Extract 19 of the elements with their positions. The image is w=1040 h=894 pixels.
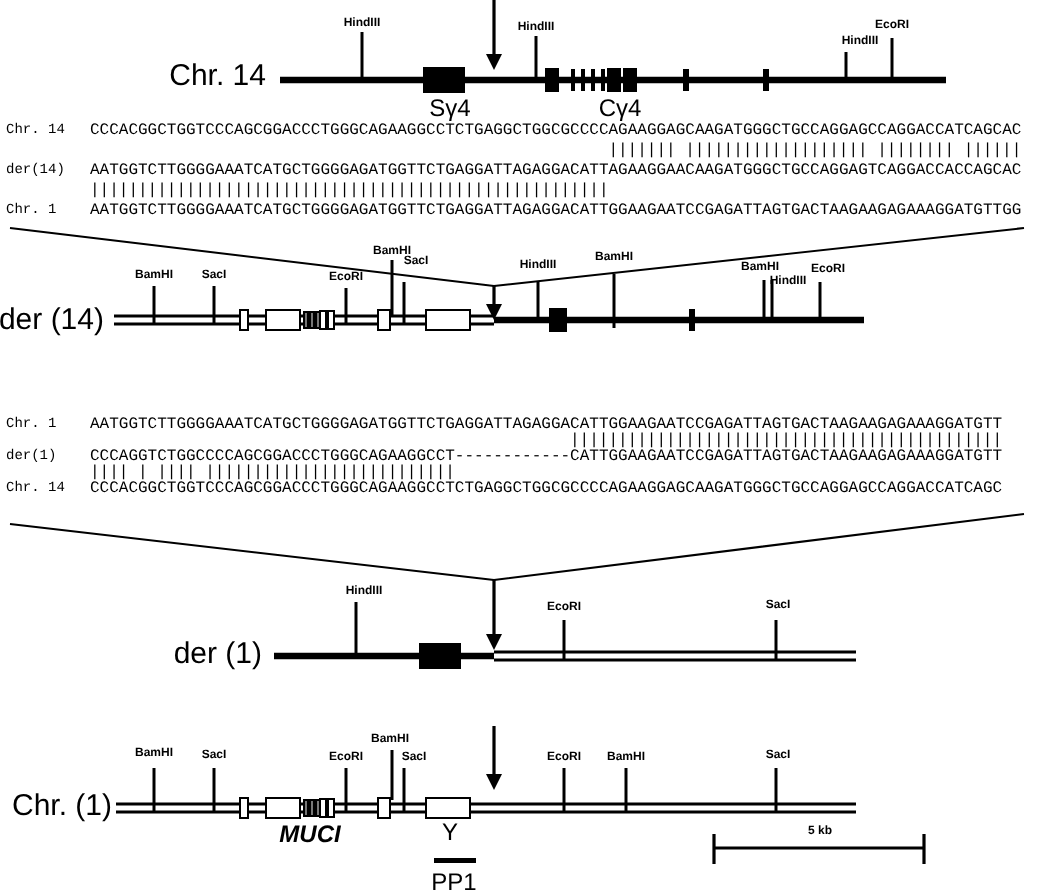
gene-label: Sγ4 bbox=[429, 96, 471, 120]
dna-sequence: AATGGTCTTGGGGAAATCATGCTGGGGAGATGGTTCTGAGGATTAGAGGACATTGGAAGAATCCGAGATTAGTGACTAAGAAGAGAAAGGATGTTGG bbox=[90, 204, 1022, 220]
alignment-bars: ||||||||||||||||||||||||||||||||||||||||||||| bbox=[570, 434, 1003, 450]
dna-sequence: CCCAGGTCTGGCCCCAGCGGACCCTGGGCAGAAGGCCT------------CATTGGAAGAATCCGAGATTAGTGACTAAGAAGAGAAAGGATGTT bbox=[90, 450, 1003, 466]
alignment-bars: |||| | |||| |||||||||||||||||||||||||| bbox=[90, 466, 455, 482]
chromosome-label: Chr. (1) bbox=[11, 791, 112, 821]
chromosome-label: der (14) bbox=[0, 305, 104, 335]
region-label: Y bbox=[442, 820, 458, 844]
alignment-bars: |||||||||||||||||||||||||||||||||||||||||||||||||||||| bbox=[90, 184, 609, 200]
dna-sequence: CCCACGGCTGGTCCCAGCGGACCCTGGGCAGAAGGCCTCTGAGGCTGGCGCCCCAGAAGGAGCAAGATGGGCTGCCAGGAGCCAGGACCATCAGC bbox=[90, 482, 1003, 498]
alignment-bars: ||||||| ||||||||||||||||||| |||||||| |||||| bbox=[608, 144, 1022, 160]
chromosome-label: Chr. 14 bbox=[169, 61, 266, 91]
dna-sequence: CCCACGGCTGGTCCCAGCGGACCCTGGGCAGAAGGCCTCTGAGGCTGGCGCCCCAGAAGGAGCAAGATGGGCTGCCAGGAGCCAGGACCATCAGCAC bbox=[90, 124, 1022, 140]
gene-label: MUCI bbox=[279, 822, 341, 846]
chromosome-label: der (1) bbox=[173, 639, 262, 669]
probe-label: PP1 bbox=[431, 870, 477, 894]
dna-sequence: AATGGTCTTGGGGAAATCATGCTGGGGAGATGGTTCTGAGGATTAGAGGACATTGGAAGAATCCGAGATTAGTGACTAAGAAGAGAAAGGATGTT bbox=[90, 418, 1003, 434]
dna-sequence: AATGGTCTTGGGGAAATCATGCTGGGGAGATGGTTCTGAGGATTAGAGGACATTAGAAGGAACAAGATGGGCTGCCAGGAGTCAGGACCACCAGCAC bbox=[90, 164, 1022, 180]
gene-label: Cγ4 bbox=[598, 96, 642, 120]
